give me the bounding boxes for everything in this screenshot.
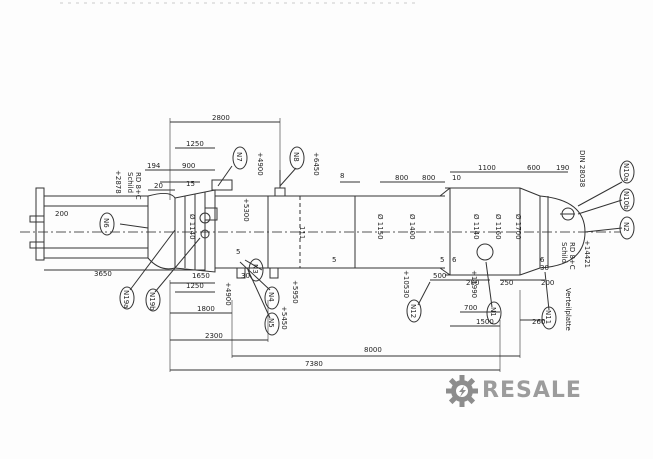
nozzle-n10a: N10a [622, 163, 630, 181]
nozzle-n5: N5 [267, 318, 275, 328]
dia-1150: Ø 1150 [376, 214, 384, 240]
elev-2878: +2878 [114, 170, 122, 194]
left-flange [35, 187, 45, 261]
elev-14421: +14421 [583, 240, 591, 268]
note-din: DIN 28038 [578, 150, 586, 187]
nozzle-n10b: N10b [622, 191, 630, 210]
note-5b: 5 [440, 256, 444, 264]
dim-15: 15 [186, 180, 195, 188]
dia-1160: Ø 1160 [494, 214, 502, 240]
dim-1650: 1650 [192, 272, 210, 280]
dim-500: 500 [433, 272, 446, 280]
nozzle-n2: N2 [622, 222, 630, 232]
dim-200a: 200 [466, 279, 479, 287]
dim-30a: 30 [241, 272, 250, 280]
dim-1250b: 1250 [186, 282, 204, 290]
dia-111: 111 [298, 226, 306, 239]
dim-2800: 2800 [212, 114, 230, 122]
dia-1400: Ø 1400 [408, 214, 416, 240]
dim-7380: 7380 [305, 360, 323, 368]
dim-2300: 2300 [205, 332, 223, 340]
nozzle-n19a: N19a [122, 290, 130, 308]
dim-194: 194 [147, 162, 161, 170]
resale-logo: RESALE [445, 372, 645, 412]
note-verteilplatte: Verteilplatte [564, 288, 572, 331]
dia-1700: Ø 1700 [514, 214, 522, 240]
nozzle-n8: N8 [292, 152, 300, 162]
elev-4900: +4900 [256, 152, 264, 176]
dim-1250: 1250 [186, 140, 204, 148]
note-rd-right: RD 8+C [568, 242, 576, 270]
nozzle-n6: N6 [102, 218, 110, 228]
note-rd-left: RD 8+C [134, 172, 142, 200]
dim-800a: 800 [395, 174, 408, 182]
note-schild-right: Schild [560, 242, 568, 263]
dim-900: 900 [182, 162, 195, 170]
elev-4900b: +4900 [224, 282, 232, 306]
nozzle-n11: N11 [544, 310, 552, 324]
elev-5950: +5950 [291, 280, 299, 304]
dim-700: 700 [464, 304, 477, 312]
nozzle-n19b: N19b [148, 292, 156, 311]
dim-1100: 1100 [478, 164, 496, 172]
logo-text: RESALE [482, 378, 582, 403]
dia-1140: Ø 1140 [472, 214, 480, 240]
dim-30b: 30 [540, 264, 549, 272]
nozzle-n4: N4 [267, 292, 275, 302]
dim-250: 250 [500, 279, 513, 287]
elev-10530: +10530 [402, 270, 410, 298]
note-6a: 6 [452, 256, 457, 264]
note-5a: 5 [332, 256, 336, 264]
elev-11990: +11990 [470, 270, 478, 298]
dim-200-left: 200 [55, 210, 68, 218]
dim-600: 600 [527, 164, 540, 172]
nozzle-n7: N7 [235, 152, 243, 162]
dim-8000: 8000 [364, 346, 382, 354]
dim-800b: 800 [422, 174, 435, 182]
dim-1800: 1800 [197, 305, 215, 313]
dim-20: 20 [154, 182, 163, 190]
note-6b: 6 [540, 256, 545, 264]
elev-5450: +5450 [280, 306, 288, 330]
dim-3650: 3650 [94, 270, 112, 278]
nozzle-n3: N3 [251, 264, 259, 274]
nozzle-n12: N12 [409, 304, 417, 318]
dim-8: 8 [340, 172, 344, 180]
nozzle-n1: N1 [489, 307, 497, 317]
elev-6450: +6450 [312, 152, 320, 176]
dia-1140-left: Ø 1140 [188, 214, 196, 240]
note-schild-left: Schild [126, 172, 134, 193]
dim-260: 260 [532, 318, 545, 326]
dim-190: 190 [556, 164, 569, 172]
dim-10: 10 [452, 174, 461, 182]
dim-1500: 1500 [476, 318, 494, 326]
elev-5300: +5300 [242, 198, 250, 222]
note-5c: 5 [236, 248, 240, 256]
dim-200b: 200 [541, 279, 554, 287]
gear-icon [446, 375, 478, 407]
